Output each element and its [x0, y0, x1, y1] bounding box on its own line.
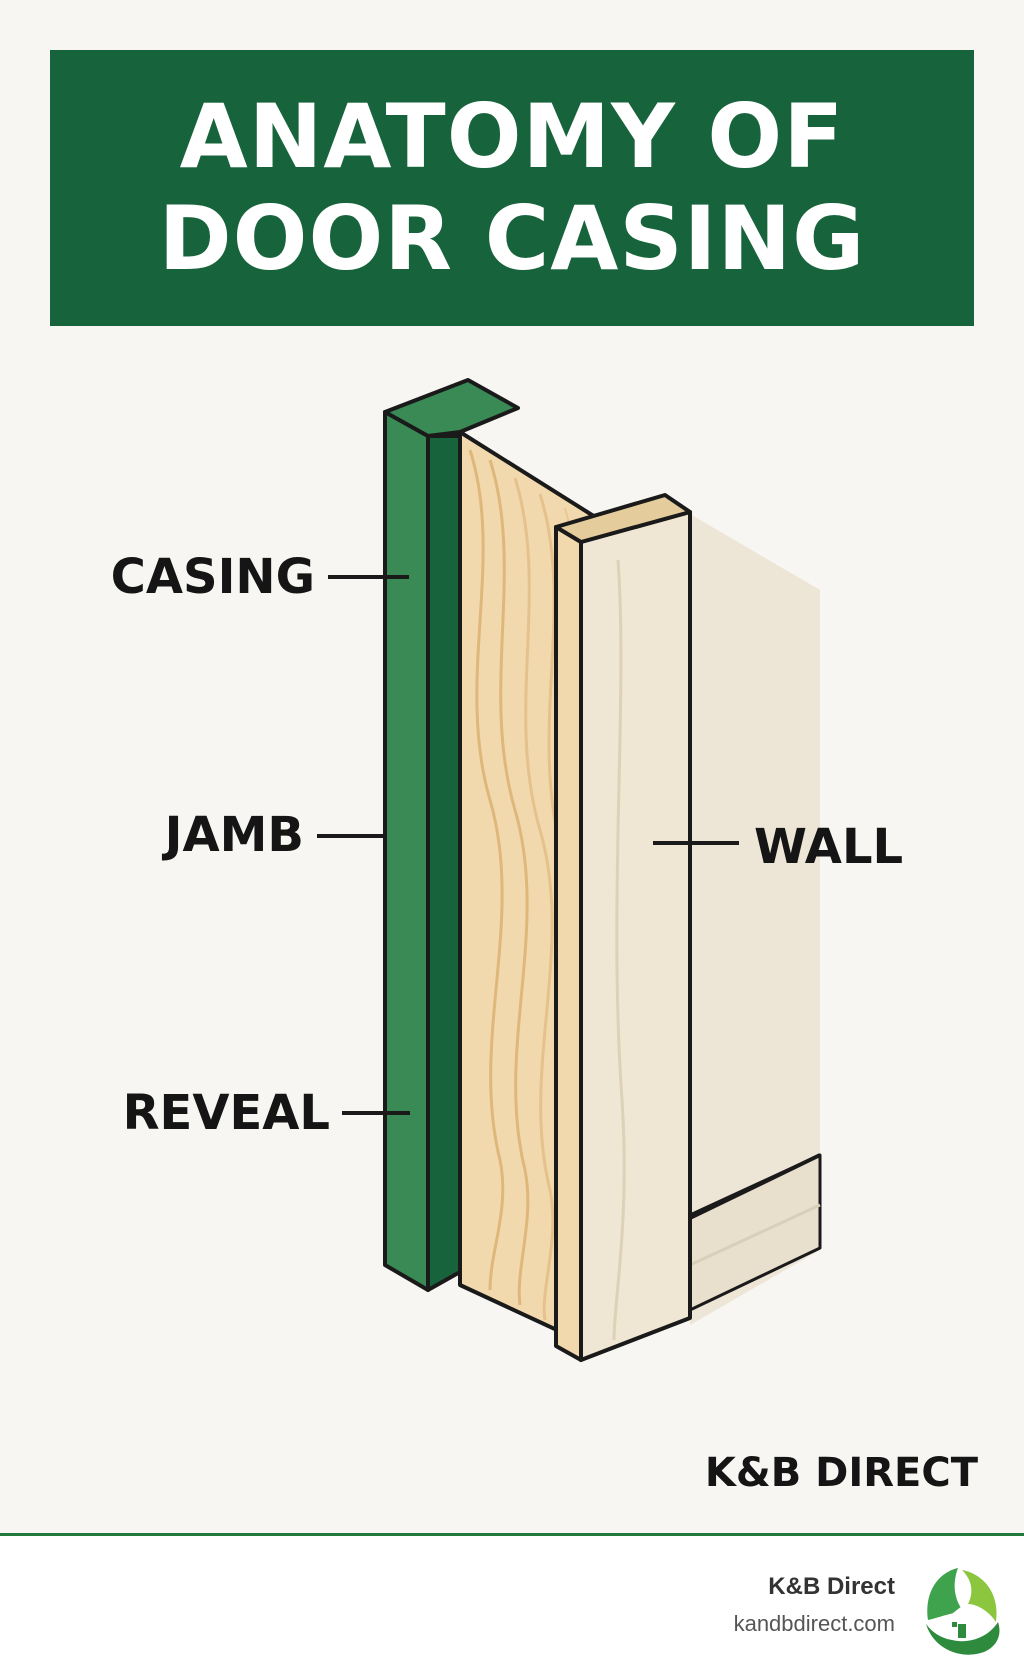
title-banner: ANATOMY OF DOOR CASING	[50, 50, 974, 326]
jamb-label: JAMB	[164, 807, 304, 863]
wall-board	[554, 493, 692, 1362]
title-line-1: ANATOMY OF	[179, 85, 845, 188]
reveal-label: REVEAL	[122, 1085, 330, 1141]
infographic-poster: ANATOMY OF DOOR CASING	[50, 50, 978, 1496]
leaf-house-logo-icon	[926, 1568, 1000, 1655]
footer-company-name: K&B Direct	[768, 1573, 895, 1600]
title-line-2: DOOR CASING	[158, 187, 866, 290]
casing-label: CASING	[110, 549, 315, 605]
footer-bar: K&B Direct kandbdirect.com	[0, 1533, 1024, 1666]
wall-label: WALL	[754, 819, 904, 875]
footer-website-link[interactable]: kandbdirect.com	[733, 1611, 895, 1636]
casing-trim	[383, 378, 520, 1292]
door-casing-diagram	[317, 378, 822, 1362]
brand-wordmark: K&B DIRECT	[704, 1450, 978, 1496]
wall-plane	[688, 514, 822, 1325]
